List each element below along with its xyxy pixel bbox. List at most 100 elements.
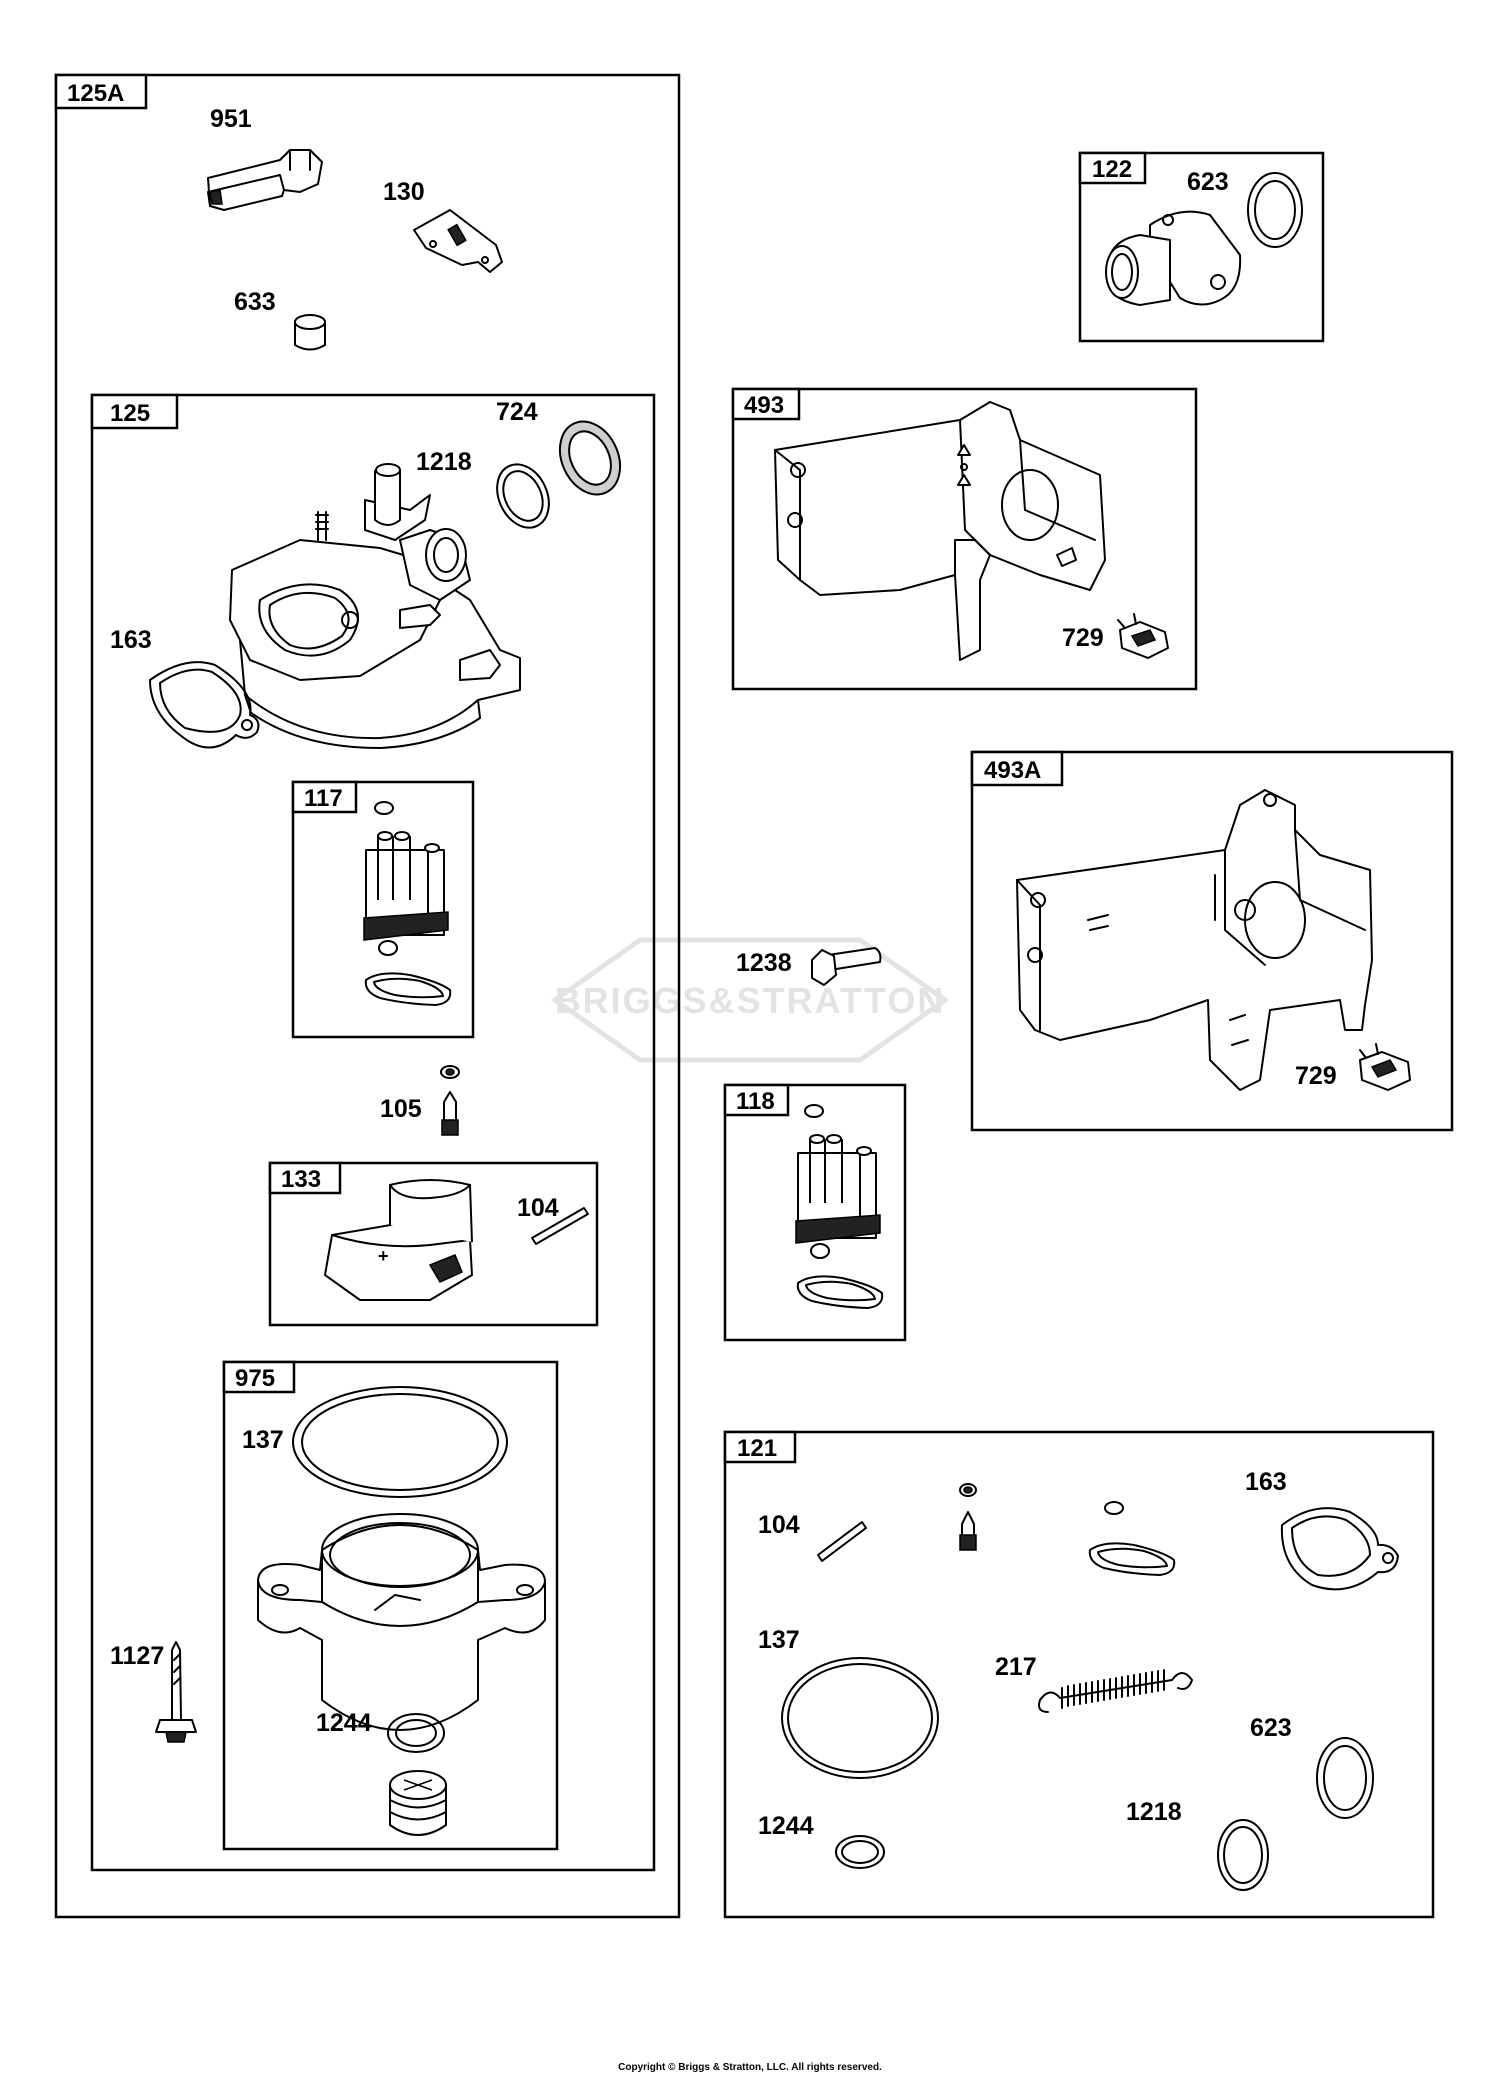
group-975-tag [222, 1360, 296, 1394]
part-217-spring[interactable]: 217 [995, 1653, 1193, 1713]
part-137b-label: 137 [758, 1626, 800, 1654]
part-104-pin[interactable]: 104 [517, 1194, 589, 1245]
group-118-tag [723, 1083, 790, 1117]
group-121-tag [723, 1430, 797, 1464]
part-105-needle[interactable]: 105 [380, 1065, 460, 1136]
part-1127-screw[interactable]: 1127 [110, 1641, 197, 1743]
group-133-frame [268, 1161, 599, 1327]
part-163b-label: 163 [1245, 1468, 1287, 1496]
part-163a-label: 163 [110, 626, 152, 654]
group-122: 122 [1078, 151, 1325, 343]
part-1244b-label: 1244 [758, 1812, 814, 1840]
part-623-seal-a[interactable]: 623 [1187, 168, 1303, 248]
part-729-clip-b[interactable]: 729 [1295, 1043, 1411, 1091]
part-623-seal-b[interactable]: 623 [1250, 1714, 1374, 1819]
bracket-493A[interactable] [1016, 789, 1373, 1091]
part-1218b-label: 1218 [1126, 1798, 1182, 1826]
group-121-frame [723, 1430, 1435, 1919]
group-975-frame [222, 1360, 559, 1851]
group-125A-label: 125A [67, 80, 124, 107]
part-951-label: 951 [210, 105, 252, 133]
group-125A: 125A [54, 73, 681, 1919]
part-104a-label: 104 [517, 1194, 559, 1222]
part-1218-gasket-b[interactable]: 1218 [1126, 1798, 1269, 1891]
group-121-label: 121 [737, 1435, 777, 1462]
group-133: 133 [268, 1161, 599, 1327]
needle-121[interactable] [959, 1483, 977, 1551]
group-122-frame [1078, 151, 1325, 343]
group-117-tag [291, 780, 358, 814]
part-163-gasket-b[interactable]: 163 [1245, 1468, 1399, 1591]
part-1238-label: 1238 [736, 949, 792, 977]
gasket-121[interactable] [1088, 1501, 1176, 1576]
part-729-clip-a[interactable]: 729 [1062, 613, 1169, 659]
group-493: 493 [731, 387, 1198, 691]
briggs-stratton-watermark: BRIGGS&STRATTON [550, 937, 950, 1063]
part-1127-label: 1127 [110, 1642, 164, 1670]
part-623b-label: 623 [1250, 1714, 1292, 1742]
part-130-label: 130 [383, 178, 425, 206]
group-133-tag [268, 1161, 342, 1195]
intake-elbow-122[interactable] [1105, 210, 1242, 306]
copyright-notice: Copyright © Briggs & Stratton, LLC. All … [618, 2062, 882, 2073]
fuel-bowl-valve-118[interactable] [795, 1104, 884, 1309]
group-122-label: 122 [1092, 156, 1132, 183]
group-975-label: 975 [235, 1365, 275, 1392]
bracket-493[interactable] [774, 401, 1106, 661]
group-975: 975 [222, 1360, 559, 1851]
carburetor-body[interactable] [229, 463, 521, 749]
group-493A: 493A [970, 750, 1454, 1132]
part-724-label: 724 [496, 398, 538, 426]
bowl-nut[interactable] [389, 1770, 447, 1836]
group-493-tag [731, 387, 801, 421]
part-1244a-label: 1244 [316, 1709, 372, 1737]
group-493-frame [731, 387, 1198, 691]
part-137-oring-b[interactable]: 137 [758, 1626, 939, 1779]
group-493A-tag [970, 750, 1064, 787]
fuel-bowl-valve-117[interactable] [363, 801, 452, 1006]
part-104b-label: 104 [758, 1511, 800, 1539]
group-125-frame [90, 393, 656, 1872]
group-121: 121 [723, 1430, 1435, 1919]
part-633-bushing[interactable]: 633 [234, 288, 326, 351]
group-122-tag [1078, 151, 1147, 185]
fuel-bowl-975[interactable] [257, 1513, 546, 1731]
part-724-seal[interactable]: 724 [496, 398, 631, 504]
part-137-oring[interactable]: 137 [242, 1386, 508, 1498]
group-125-label: 125 [110, 400, 150, 427]
group-117-frame [291, 780, 475, 1039]
part-163-gasket[interactable]: 163 [110, 626, 260, 749]
group-493A-label: 493A [984, 757, 1041, 784]
part-729a-label: 729 [1062, 624, 1104, 652]
part-104-pin-b[interactable]: 104 [758, 1511, 867, 1562]
part-1244-oring[interactable]: 1244 [316, 1709, 445, 1753]
group-493A-frame [970, 750, 1454, 1132]
part-1218-gasket[interactable]: 1218 [416, 448, 559, 536]
group-117-label: 117 [304, 785, 343, 812]
part-1238-bolt[interactable]: 1238 [736, 947, 882, 986]
part-130-plate[interactable]: 130 [383, 178, 503, 273]
part-729b-label: 729 [1295, 1062, 1337, 1090]
part-217-label: 217 [995, 1653, 1037, 1681]
part-633-label: 633 [234, 288, 276, 316]
group-118: 118 [723, 1083, 907, 1342]
group-493-label: 493 [744, 392, 784, 419]
group-125A-tag [54, 73, 148, 110]
part-137a-label: 137 [242, 1426, 284, 1454]
float-plus-mark: + [378, 1246, 389, 1266]
part-105-label: 105 [380, 1095, 422, 1123]
float-133[interactable]: + [324, 1179, 473, 1301]
group-118-label: 118 [736, 1088, 775, 1115]
part-623a-label: 623 [1187, 168, 1229, 196]
group-133-label: 133 [281, 1166, 321, 1193]
part-1218a-label: 1218 [416, 448, 472, 476]
part-1244-oring-b[interactable]: 1244 [758, 1812, 885, 1869]
group-118-frame [723, 1083, 907, 1342]
group-125A-frame [54, 73, 681, 1919]
group-125: 125 [90, 393, 656, 1872]
group-125-tag [90, 393, 179, 430]
part-951-lever[interactable]: 951 [207, 105, 323, 211]
group-117: 117 [291, 780, 475, 1039]
watermark-text: BRIGGS&STRATTON [555, 980, 946, 1021]
